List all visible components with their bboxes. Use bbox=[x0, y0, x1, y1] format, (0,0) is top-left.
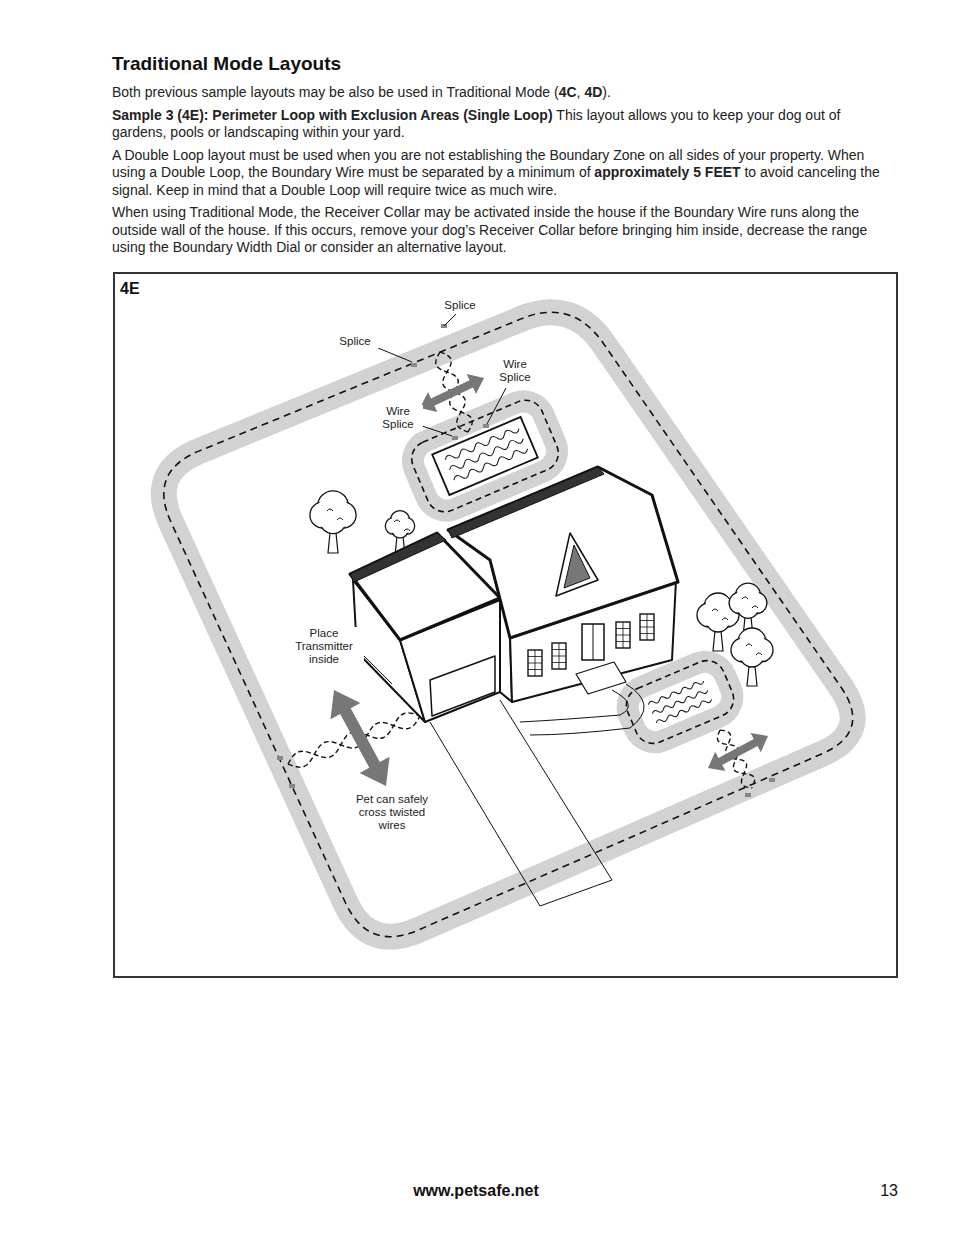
bold-text: approximately 5 FEET bbox=[594, 164, 740, 180]
splice-mark bbox=[289, 784, 295, 788]
house-roof-edge bbox=[448, 467, 604, 538]
tree-crown-fill bbox=[739, 598, 758, 617]
window-bar bbox=[559, 643, 560, 669]
body-text: When using Traditional Mode, the Receive… bbox=[112, 204, 867, 255]
front-door-split bbox=[593, 624, 594, 660]
figure-number: 4E bbox=[120, 280, 140, 298]
leader-line bbox=[487, 388, 506, 424]
tree-detail bbox=[327, 509, 343, 520]
splice-mark bbox=[769, 778, 775, 782]
leader-line bbox=[360, 652, 392, 684]
boundary-zone-band bbox=[164, 312, 853, 936]
pool-water bbox=[453, 446, 529, 483]
body-text: Both previous sample layouts may be also… bbox=[112, 84, 898, 262]
splice-mark bbox=[411, 363, 417, 367]
paragraph: When using Traditional Mode, the Receive… bbox=[112, 204, 898, 257]
window-frame bbox=[640, 614, 654, 640]
boundary-wire bbox=[164, 312, 853, 936]
paragraph: A Double Loop layout must be used when y… bbox=[112, 147, 898, 200]
window-bar bbox=[535, 650, 536, 676]
callout-label: Wire Splice bbox=[373, 405, 423, 431]
body-text: , bbox=[577, 84, 585, 100]
callout-label: Place Transmitter inside bbox=[284, 627, 364, 666]
tree-crown-fill bbox=[741, 644, 762, 665]
tree-detail bbox=[394, 520, 410, 531]
bold-text: Sample 3 (4E): Perimeter Loop with Exclu… bbox=[112, 107, 553, 123]
callout-label: Pet can safely cross twisted wires bbox=[347, 793, 437, 832]
callout-label: Splice bbox=[433, 299, 487, 312]
window-frame bbox=[616, 622, 630, 648]
crossing-arrow bbox=[708, 733, 768, 771]
leader-line bbox=[444, 314, 456, 326]
splice-mark bbox=[483, 424, 489, 428]
tree-crown-fill bbox=[321, 509, 345, 533]
tree-trunk bbox=[747, 666, 757, 686]
paragraph: Both previous sample layouts may be also… bbox=[112, 84, 898, 102]
splice-mark bbox=[277, 756, 283, 760]
window bbox=[640, 614, 654, 640]
window-bar bbox=[647, 614, 648, 640]
driveway bbox=[430, 700, 612, 906]
tree-detail bbox=[742, 597, 758, 608]
tree bbox=[310, 491, 356, 553]
splice-mark bbox=[452, 436, 458, 440]
tree bbox=[731, 628, 773, 686]
tree-detail bbox=[712, 609, 728, 620]
window-bar bbox=[623, 622, 624, 648]
page-title: Traditional Mode Layouts bbox=[112, 53, 341, 75]
crossing-arrow bbox=[330, 690, 389, 786]
callout-label: Splice bbox=[328, 335, 382, 348]
callout-label: Wire Splice bbox=[490, 358, 540, 384]
bold-text: 4C bbox=[559, 84, 577, 100]
dormer-shade bbox=[564, 545, 590, 588]
garden-plants bbox=[652, 688, 709, 715]
footer-url: www.petsafe.net bbox=[340, 1182, 612, 1200]
leader-line bbox=[419, 425, 452, 436]
house bbox=[350, 467, 678, 722]
tree-detail bbox=[746, 644, 762, 655]
front-door bbox=[582, 624, 604, 660]
window-frame bbox=[552, 643, 566, 669]
garage-door bbox=[430, 656, 495, 716]
body-text: Both previous sample layouts may be also… bbox=[112, 84, 559, 100]
splice-mark bbox=[745, 793, 751, 797]
front-step bbox=[576, 662, 626, 694]
tree-crown-fill bbox=[707, 609, 728, 630]
garden-plants bbox=[648, 679, 705, 706]
bold-text: 4D bbox=[584, 84, 602, 100]
crossing-arrow bbox=[420, 374, 484, 412]
page-number: 13 bbox=[840, 1182, 898, 1200]
tree-trunk bbox=[713, 631, 723, 651]
window bbox=[552, 643, 566, 669]
garden-plants bbox=[656, 698, 713, 725]
body-text: ). bbox=[602, 84, 611, 100]
tree-trunk bbox=[328, 533, 338, 553]
house-roof bbox=[448, 467, 678, 638]
dormer bbox=[556, 533, 598, 596]
leader-line bbox=[378, 348, 412, 362]
window bbox=[616, 622, 630, 648]
paragraph: Sample 3 (4E): Perimeter Loop with Exclu… bbox=[112, 107, 898, 142]
window bbox=[528, 650, 542, 676]
window-frame bbox=[528, 650, 542, 676]
garage-roof-edge bbox=[350, 533, 446, 582]
pool bbox=[432, 417, 538, 495]
